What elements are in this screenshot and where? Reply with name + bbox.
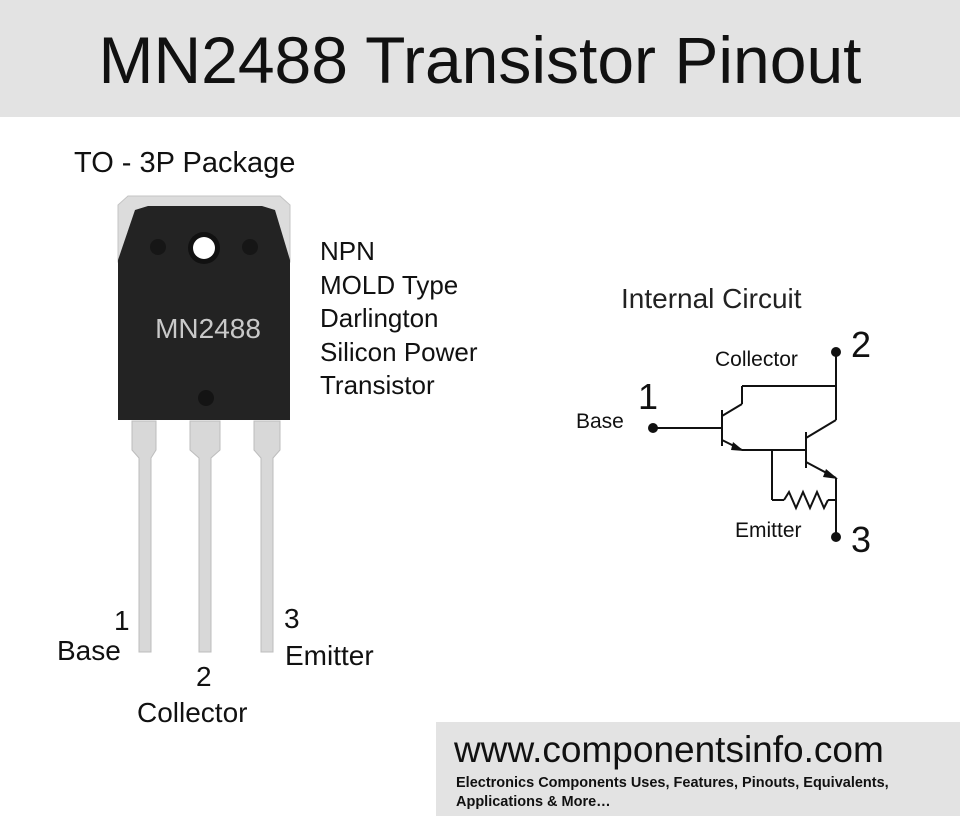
- package-body: [118, 206, 290, 420]
- ic-base-label: Base: [576, 410, 624, 433]
- desc-line: Transistor: [320, 370, 435, 401]
- footer-url[interactable]: www.componentsinfo.com: [454, 729, 884, 770]
- ic-collector-label: Collector: [715, 348, 798, 371]
- base-terminal: [648, 423, 658, 433]
- page-title: MN2488 Transistor Pinout: [98, 23, 862, 97]
- desc-line: Silicon Power: [320, 336, 478, 367]
- ic-emitter-label: Emitter: [735, 519, 802, 542]
- desc-line: MOLD Type: [320, 269, 459, 300]
- pin-1-number: 1: [114, 605, 130, 636]
- ic-collector-number: 2: [851, 324, 872, 365]
- desc-line: NPN: [320, 236, 375, 266]
- q2-emitter-arrow: [823, 469, 838, 479]
- title-bar: [0, 0, 960, 117]
- ic-base-number: 1: [638, 376, 659, 417]
- pin-1-name: Base: [57, 635, 121, 666]
- transistor-description: NPN MOLD Type Darlington Silicon Power T…: [320, 235, 478, 403]
- pin-3-name: Emitter: [285, 640, 374, 671]
- pin-2-number: 2: [196, 661, 212, 692]
- pin-2-name: Collector: [137, 697, 248, 728]
- q1-emitter-arrow: [731, 442, 744, 451]
- pin-3-number: 3: [284, 603, 300, 634]
- emitter-terminal: [831, 532, 841, 542]
- desc-line: Darlington: [320, 303, 439, 334]
- ic-emitter-number: 3: [851, 519, 872, 560]
- leads: [131, 420, 281, 653]
- footer-banner: www.componentsinfo.com Electronics Compo…: [436, 722, 960, 816]
- collector-terminal: [831, 347, 841, 357]
- package-label: TO - 3P Package: [74, 147, 296, 179]
- body-marking: MN2488: [155, 313, 261, 344]
- internal-circuit-title: Internal Circuit: [621, 283, 802, 314]
- footer-tagline: Electronics Components Uses, Features, P…: [456, 775, 889, 810]
